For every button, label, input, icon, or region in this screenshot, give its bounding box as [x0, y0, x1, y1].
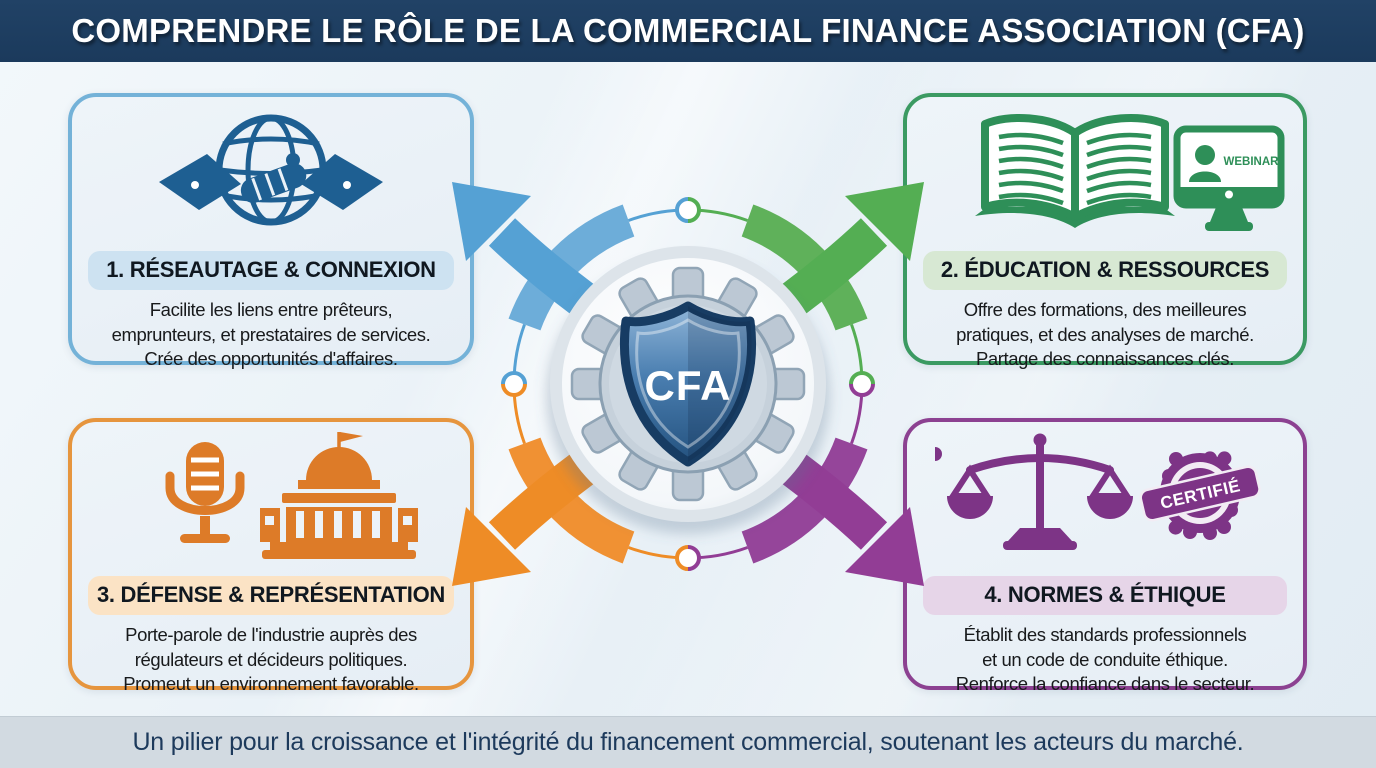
hub-ring-segments	[508, 204, 868, 564]
card-advocacy-body: Porte-parole de l'industrie auprès des r…	[123, 624, 419, 695]
cfa-emblem: CFA	[546, 246, 830, 534]
cfa-emblem-label: CFA	[645, 362, 732, 409]
card-ethics-heading: 4. NORMES & ÉTHIQUE	[923, 576, 1287, 615]
footer-tagline: Un pilier pour la croissance et l'intégr…	[132, 728, 1244, 756]
certified-badge: CERTIFIÉ	[935, 447, 1261, 540]
gear-icon: CFA	[570, 266, 806, 502]
shield-icon	[620, 301, 756, 467]
hub-nodes	[501, 197, 875, 571]
scales-certified-icon: CERTIFIÉ	[935, 428, 1275, 574]
webinar-label: WEBINAR	[1224, 156, 1280, 168]
book-webinar-icon: WEBINAR	[925, 103, 1285, 249]
card-ethics: CERTIFIÉ 4. NORMES & ÉTHIQUE Établit des…	[903, 418, 1307, 694]
card-ethics-body: Établit des standards professionnels et …	[955, 624, 1255, 695]
microphone-capitol-icon	[106, 428, 436, 574]
card-networking-heading: 1. RÉSEAUTAGE & CONNEXION	[88, 251, 454, 290]
footer-banner: Un pilier pour la croissance et l'intégr…	[0, 716, 1376, 768]
card-networking: 1. RÉSEAUTAGE & CONNEXION Facilite les l…	[68, 93, 474, 369]
card-networking-body: Facilite les liens entre prêteurs, empru…	[111, 299, 431, 370]
card-education: WEBINAR 2. ÉDUCATION & RESSOURCES Offre …	[903, 93, 1307, 369]
card-education-body: Offre des formations, des meilleures pra…	[956, 299, 1254, 370]
card-advocacy: 3. DÉFENSE & REPRÉSENTATION Porte-parole…	[68, 418, 474, 694]
page-title: COMPRENDRE LE RÔLE DE LA COMMERCIAL FINA…	[71, 12, 1305, 49]
header-banner: COMPRENDRE LE RÔLE DE LA COMMERCIAL FINA…	[0, 0, 1376, 62]
central-hub: CFA	[452, 182, 924, 586]
card-advocacy-heading: 3. DÉFENSE & REPRÉSENTATION	[88, 576, 454, 615]
handshake-globe-icon	[141, 103, 401, 249]
card-education-heading: 2. ÉDUCATION & RESSOURCES	[923, 251, 1287, 290]
